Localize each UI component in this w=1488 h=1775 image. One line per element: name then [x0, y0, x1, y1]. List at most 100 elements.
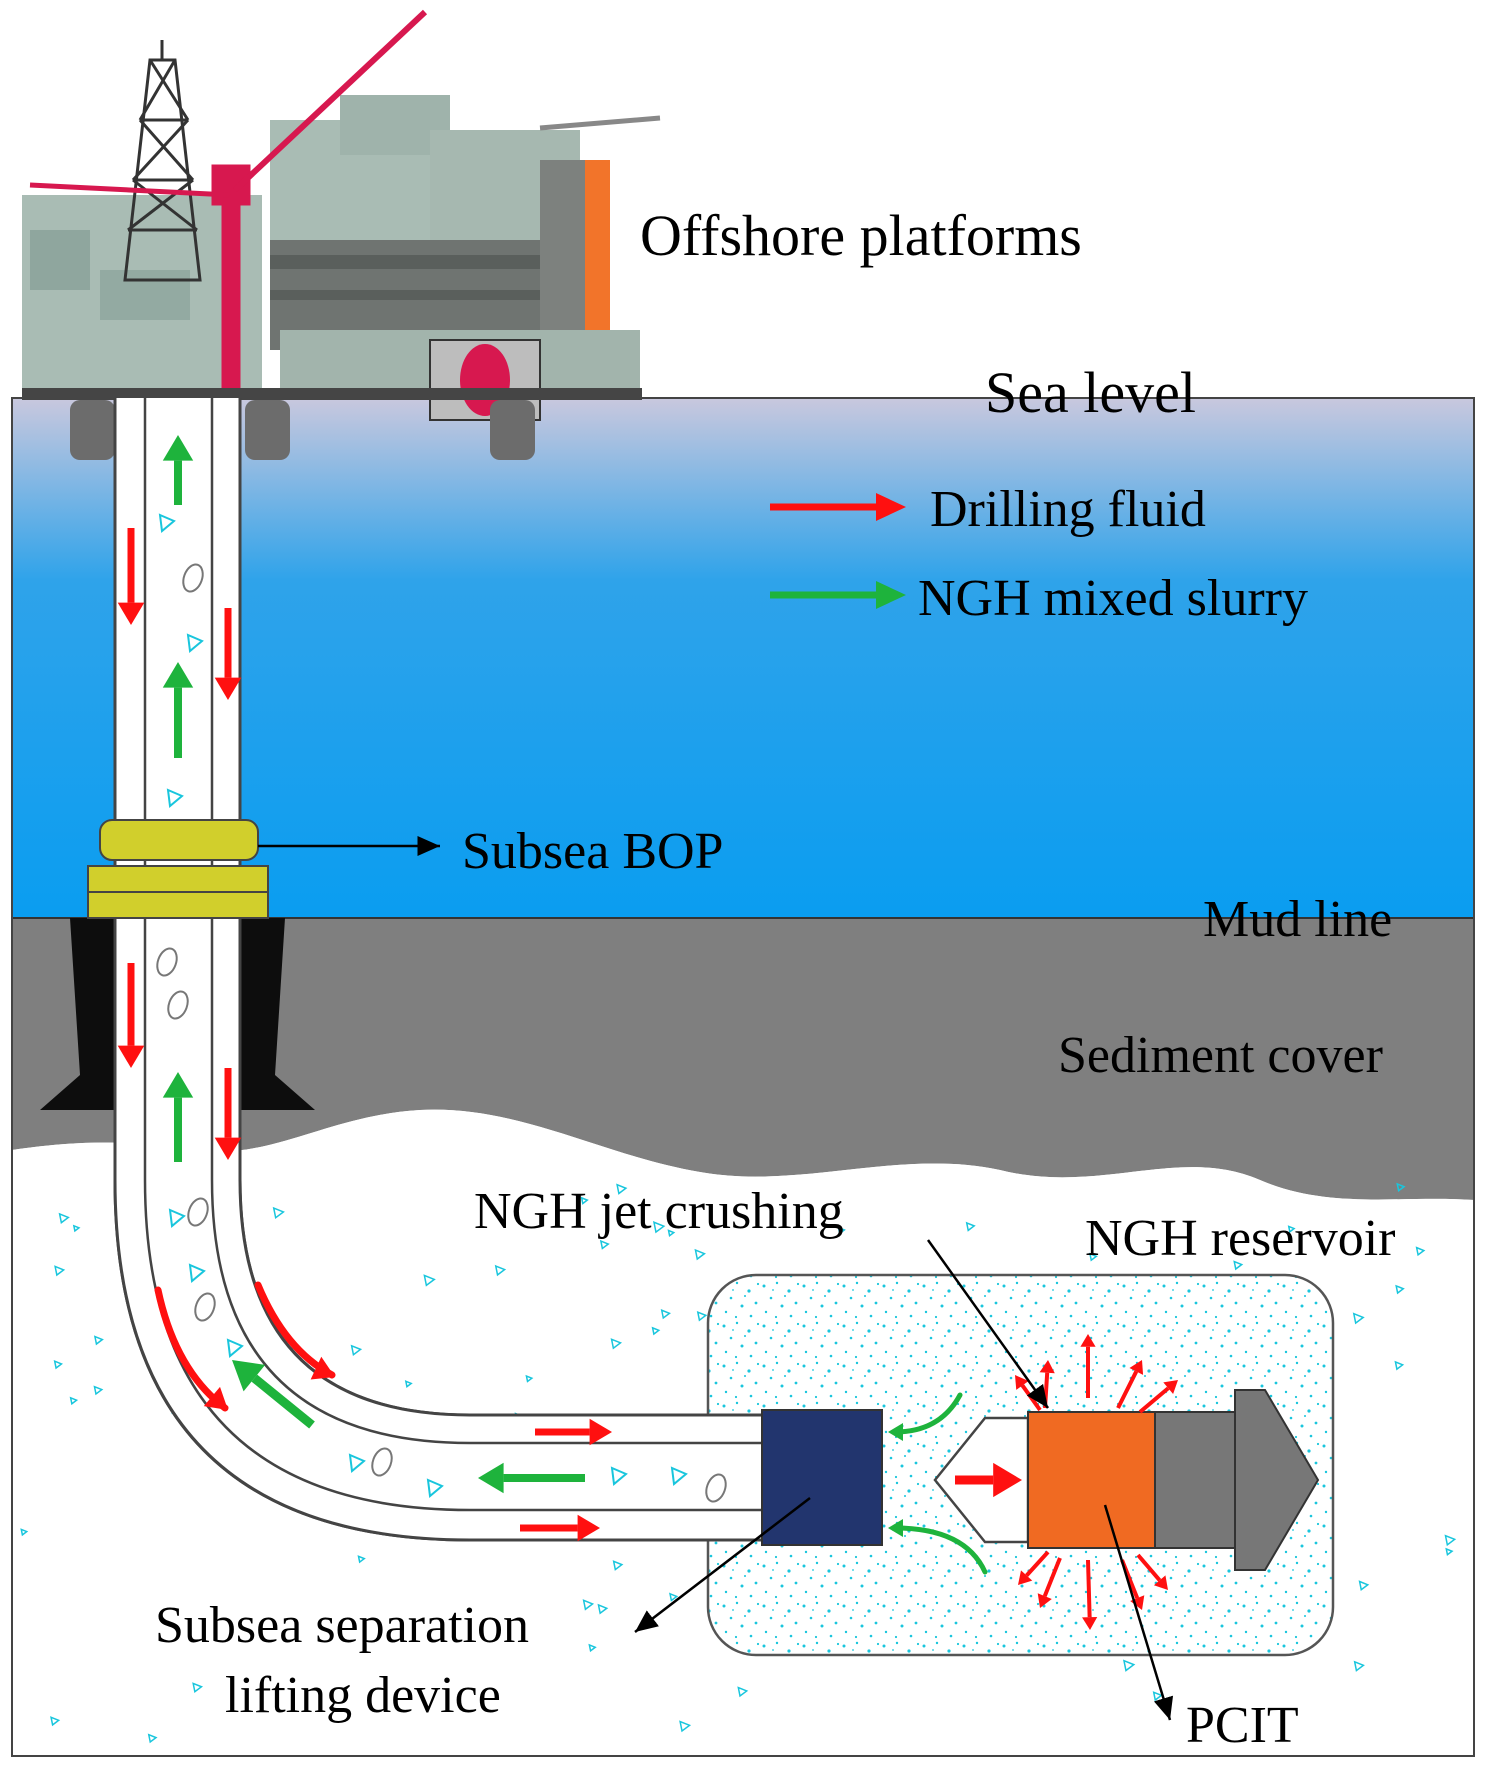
slurry-arrow — [162, 1072, 194, 1162]
platform-deck — [22, 388, 642, 400]
slurry-inflow-arrow-head — [888, 1423, 903, 1441]
legend-drilling-fluid: Drilling fluid — [770, 481, 1206, 538]
slurry-arrow-head — [162, 662, 194, 688]
conductor-casing — [40, 918, 315, 1110]
label-subsea-bop: Subsea BOP — [462, 823, 723, 880]
drill-pipe-wall-outer — [143, 398, 770, 1512]
slurry-arrow-head — [162, 1072, 194, 1098]
cutting-particle — [182, 563, 204, 593]
cutting-particle — [166, 788, 184, 808]
separator-leader — [634, 1497, 811, 1633]
formation-particle — [1394, 1360, 1405, 1371]
formation-particle — [837, 1226, 846, 1235]
drilling-fluid-arrow-head — [214, 1137, 242, 1160]
radial-jet-arrow-head — [1037, 1593, 1052, 1608]
radial-jet-arrow-head — [1015, 1375, 1029, 1390]
radial-jet-arrow-shaft — [1138, 1386, 1170, 1414]
drilling-fluid-arrow — [214, 608, 242, 700]
cutting-particle — [348, 1453, 366, 1473]
cuttings — [156, 513, 727, 1503]
radial-jet-arrow — [1082, 1559, 1098, 1630]
drill-bit-body — [1154, 1411, 1236, 1549]
radial-jet-arrow-shaft — [1042, 1557, 1062, 1597]
wellbore — [113, 398, 770, 1542]
pontoon-1 — [70, 400, 115, 460]
formation-particle — [20, 1528, 29, 1537]
formation-particle — [1415, 1246, 1426, 1257]
formation-particle — [93, 1385, 104, 1396]
label-sea-level: Sea level — [985, 360, 1196, 425]
formation-particle — [50, 1716, 61, 1727]
slurry-arrow — [232, 1360, 315, 1429]
formation-particle — [1088, 1252, 1098, 1262]
formation-particle — [580, 1196, 589, 1205]
radial-jet-arrow-head — [1082, 1616, 1098, 1630]
red-crane — [29, 9, 428, 396]
cutting-particle — [194, 1292, 216, 1322]
drill-pipe-wall-inner — [210, 398, 770, 1445]
drilling-fluid-arrow-head — [214, 677, 242, 700]
legend-arrowhead-green — [876, 581, 906, 609]
cutting-particle — [705, 1473, 727, 1503]
label-ngh-jet-crushing: NGH jet crushing — [474, 1183, 844, 1240]
formation-particle — [1445, 1547, 1454, 1557]
drilling-fluid-arrow-head — [577, 1514, 600, 1542]
drilling-fluid-arrow — [214, 1068, 242, 1160]
radial-jet-arrow-head — [1163, 1380, 1178, 1395]
formation-particle — [599, 1239, 610, 1250]
formation-particle — [272, 1206, 285, 1220]
flow-arrows — [117, 435, 1178, 1630]
drilling-fluid-arrow-head — [117, 1045, 145, 1068]
slurry-arrow-head — [478, 1462, 504, 1494]
slurry-inflow-arrow-shaft — [892, 1525, 988, 1575]
formation-particle — [147, 1733, 158, 1744]
jet-arrow-head — [993, 1462, 1022, 1498]
cutting-particle — [167, 990, 189, 1020]
cutting-particle — [226, 1338, 244, 1358]
label-separation-line1: Subsea separation — [155, 1597, 529, 1654]
drilling-fluid-arrow-head — [589, 1418, 612, 1446]
pontoon-3 — [490, 400, 535, 460]
radial-jet-arrow — [1138, 1380, 1178, 1414]
formation-particle — [58, 1212, 70, 1224]
pontoon-2 — [245, 400, 290, 460]
formation-particle — [667, 1229, 676, 1238]
formation-particle — [350, 1344, 363, 1357]
radial-jet-arrow-shaft — [1025, 1550, 1050, 1577]
drilling-fluid-arrow — [117, 963, 145, 1068]
slurry-inflow-arrow-shaft — [892, 1392, 963, 1435]
radial-jet-arrow — [1080, 1334, 1096, 1398]
formation-particle — [660, 1309, 671, 1320]
formation-particle — [357, 1555, 366, 1564]
formation-particle — [597, 1603, 609, 1615]
formation-particle — [69, 1396, 79, 1406]
cutting-particle — [670, 1466, 688, 1486]
leader-lines — [258, 836, 1174, 1721]
formation-particle — [652, 1221, 666, 1234]
label-separation-line2: lifting device — [225, 1667, 501, 1724]
slurry-arrow — [162, 435, 194, 505]
cutting-particle — [371, 1447, 393, 1477]
subsea-separation-device — [761, 1409, 883, 1546]
formation-particle — [423, 1274, 436, 1287]
orange-column — [585, 160, 610, 330]
radial-jet-arrow-shaft — [1086, 1559, 1092, 1618]
formation-particle — [588, 1643, 597, 1653]
label-ngh-reservoir: NGH reservoir — [1085, 1210, 1395, 1267]
frame — [11, 397, 1475, 1757]
drilling-fluid-arrow-head — [310, 1356, 335, 1380]
radial-jet-arrow-head — [1080, 1334, 1096, 1347]
slurry-arrow-shaft — [251, 1374, 315, 1429]
formation-particle — [53, 1360, 64, 1370]
formation-particle — [612, 1560, 624, 1571]
formation-particle — [694, 1248, 706, 1261]
formation-particle — [669, 1592, 679, 1602]
drilling-fluid-arrow-head — [203, 1386, 228, 1410]
cutting-particle — [156, 947, 178, 977]
slurry-inflow-arrow — [888, 1519, 988, 1575]
formation-particle — [1358, 1580, 1370, 1592]
label-pcit: PCIT — [1186, 1697, 1299, 1754]
downhole-tools — [761, 1389, 1320, 1571]
